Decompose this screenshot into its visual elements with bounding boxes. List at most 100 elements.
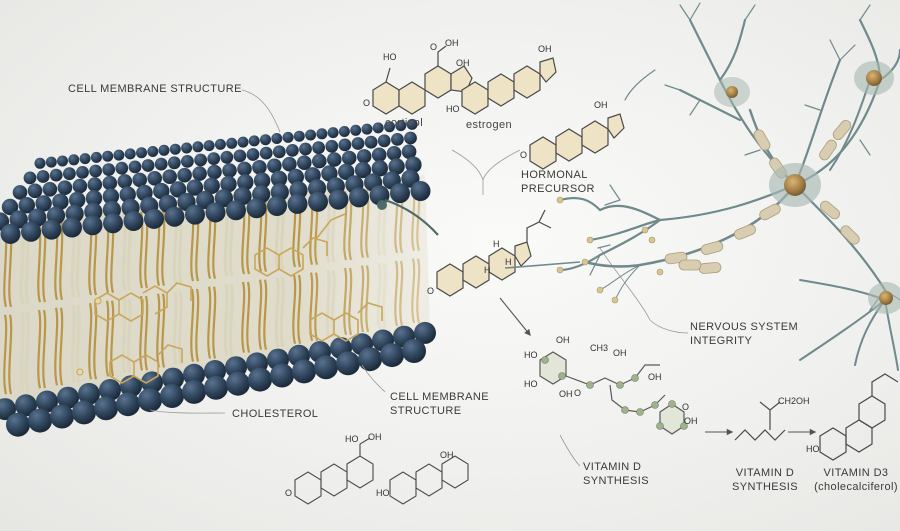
- lipid-tail: [279, 276, 285, 348]
- lipid-head: [405, 156, 422, 173]
- lipid-tail: [228, 283, 234, 356]
- label-hormonal-precursor: HORMONAL PRECURSOR: [521, 168, 595, 196]
- vitamin-d-synthesis-dots: [541, 356, 688, 430]
- lipid-head: [287, 168, 304, 186]
- lipid-head: [246, 148, 260, 161]
- lipid-tail: [258, 279, 263, 350]
- lipid-head: [336, 351, 360, 376]
- lipid-head: [327, 127, 339, 139]
- lipid-tail: [241, 281, 246, 353]
- atom-label: OH: [556, 335, 570, 345]
- lipid-head: [328, 189, 349, 210]
- myelin-segment-shape: [840, 225, 860, 245]
- lipid-head: [237, 174, 254, 191]
- atom-label: H: [484, 265, 491, 275]
- atom-label: OH: [594, 100, 608, 110]
- lipid-head: [23, 171, 37, 185]
- neuron-cell-bodies: [714, 61, 900, 314]
- label-line: SYNTHESIS: [583, 475, 649, 487]
- lipid-tail: [110, 300, 115, 377]
- lipid-head: [183, 363, 205, 386]
- lipid-head: [207, 164, 222, 180]
- lipid-head: [287, 193, 308, 214]
- lipid-head: [292, 359, 316, 384]
- lipid-head: [293, 130, 305, 142]
- lipid-head: [267, 158, 282, 174]
- lipid-head: [233, 149, 247, 163]
- lipid-head: [364, 135, 378, 149]
- lipid-head: [226, 137, 238, 149]
- lipid-head: [90, 151, 102, 163]
- connector-dot: [377, 200, 387, 210]
- lipid-tail: [190, 288, 195, 362]
- neuron-network: [558, 2, 900, 371]
- myelin-segment: [734, 224, 756, 240]
- myelin-segment-shape: [820, 200, 840, 220]
- lipid-head: [338, 138, 352, 152]
- lipid-head: [162, 367, 184, 390]
- lipid-head: [414, 321, 436, 344]
- lipid-head: [272, 145, 286, 159]
- structure-estrogen: [461, 57, 557, 115]
- lipid-head: [36, 170, 50, 183]
- lipid-head: [205, 202, 226, 223]
- lipid-head: [358, 347, 382, 372]
- lipid-head: [113, 149, 125, 161]
- label-line: VITAMIN D: [735, 467, 795, 479]
- atom-label: CH2OH: [778, 396, 810, 406]
- lipid-head: [384, 121, 395, 133]
- atom-label: HO: [524, 379, 538, 389]
- lipid-head: [194, 153, 208, 167]
- lipid-head: [390, 183, 410, 204]
- lipid-head: [85, 190, 103, 207]
- lipid-head: [42, 182, 58, 197]
- atom-label: H: [505, 257, 512, 267]
- lipid-head: [147, 171, 162, 186]
- lipid-head: [34, 157, 46, 169]
- lipid-head: [402, 339, 426, 363]
- lipid-head: [52, 193, 69, 210]
- lipid-tail: [126, 298, 132, 374]
- lipid-head: [94, 396, 118, 421]
- lipid-head: [220, 150, 234, 164]
- lipid-tail: [37, 309, 42, 389]
- lipid-head: [89, 164, 102, 178]
- lipid-tail: [223, 283, 229, 356]
- lipid-head: [214, 189, 233, 208]
- lipid-head: [338, 126, 350, 137]
- atom-label: O: [682, 402, 689, 412]
- lipid-head: [21, 221, 41, 242]
- lipid-head: [395, 120, 407, 132]
- label-cortisol: cortisol: [385, 117, 424, 129]
- lipid-head: [181, 142, 193, 154]
- lipid-head: [259, 146, 273, 160]
- lipid-tail: [144, 295, 149, 371]
- lipid-head: [182, 379, 206, 404]
- lipid-head: [312, 153, 327, 169]
- lipid-head: [154, 157, 168, 171]
- lipid-head: [325, 139, 339, 153]
- cell-membrane-bilayer: [0, 118, 436, 437]
- lipid-head: [351, 137, 365, 150]
- lipid-head: [260, 134, 271, 146]
- label-line: VITAMIN D3: [823, 467, 889, 479]
- atom-label: HO: [446, 104, 460, 114]
- lipid-head: [41, 219, 62, 240]
- lipid-head: [354, 161, 372, 179]
- lipid-head: [271, 133, 283, 144]
- lipid-head: [314, 355, 338, 380]
- lipid-head: [192, 141, 204, 153]
- structure-bottom-pair: [294, 437, 469, 505]
- atom-label: O: [427, 286, 434, 296]
- embedded-cholesterol: [94, 213, 383, 384]
- lipid-head: [372, 122, 384, 134]
- lipid-tail: [19, 312, 25, 392]
- label-vitamin-d3: VITAMIN D3 (cholecalciferol): [812, 466, 900, 494]
- atom-label: HO: [383, 52, 397, 62]
- lipid-head: [0, 223, 21, 244]
- label-line: CELL MEMBRANE: [390, 391, 489, 403]
- lipid-head: [404, 131, 417, 145]
- atom-label: CH3: [590, 343, 608, 353]
- lipid-head: [12, 185, 28, 200]
- lipid-head: [204, 360, 226, 382]
